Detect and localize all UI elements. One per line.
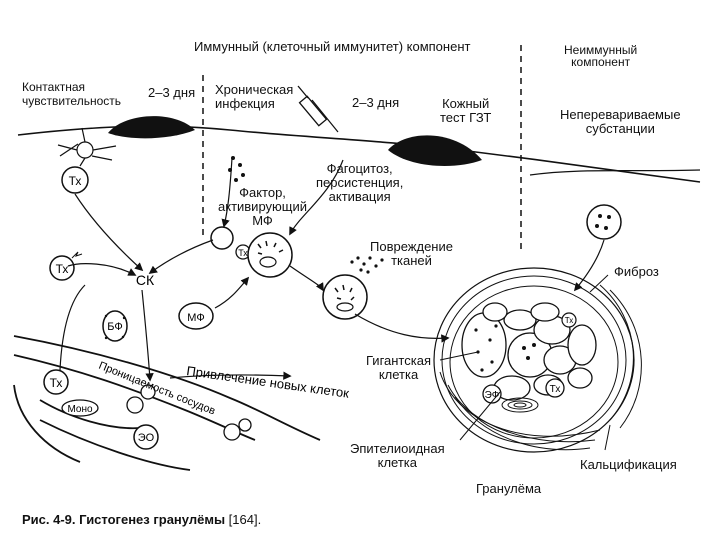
label-maf-factor: Фактор, активирующий МФ [218,185,308,228]
label-calcification: Кальцификация [580,457,677,472]
syringe-icon [297,85,339,133]
label-tissue-damage: Повреждение тканей [370,239,453,268]
eosinophil-cell: ЭО [133,424,159,450]
label-indigestible: Неперевариваемые субстанции [560,107,681,136]
transmigrating-cells [126,384,252,441]
label-fibrosis: Фиброз [614,264,659,279]
caption-prefix: Рис. 4-9. [22,512,76,527]
label-epithelioid-cell: Эпителиоидная клетка [350,441,445,470]
label-phagocytosis: Фагоцитоз, персистенция, активация [316,161,404,204]
granuloma [433,267,642,453]
label-granuloma: Гранулёма [476,481,542,496]
particle-macrophage [586,204,622,240]
granuloma-th-label: Тх [550,384,561,395]
activated-th-label: Тх [238,248,248,258]
label-days-1: 2–3 дня [148,85,196,100]
pointer-lines [439,274,611,451]
header-immune-component: Иммунный (клеточный иммунитет) компонент [194,39,471,54]
damaging-macrophage [322,274,368,320]
basophil-cell: БФ [102,310,128,342]
skin-lesion-2 [388,135,482,166]
dendritic-cell [57,127,117,167]
macrophage-mf: МФ [178,302,214,330]
monocyte-cell: Моно [61,399,99,417]
recruitment-label: Привлечение новых клеток [186,363,351,401]
th-cell-left-label: Тх [56,262,69,276]
granuloma-ef-label: ЭФ [485,390,500,401]
caption-title: Гистогенез гранулёмы [75,512,226,527]
label-giant-cell: Гигантская клетка [366,353,431,382]
caption-ref: [164]. [225,512,262,527]
granuloma-th-cell: Тх [545,378,565,398]
skin-lesion-1 [108,116,195,139]
basophil-label: БФ [107,321,122,333]
granuloma-th-top-label: Тх [565,316,574,325]
label-days-2: 2–3 дня [352,95,400,110]
th-cell-vessel: Тх [43,369,69,395]
arrows [59,157,605,382]
blood-vessel [13,335,321,471]
th-cell-vessel-label: Тх [50,376,63,390]
damage-particles [350,256,384,274]
figure-caption: Рис. 4-9. Гистогенез гранулёмы [164]. [22,512,261,527]
label-contact-sensitivity: Контактная чувствительность [22,80,122,108]
th-cell-top: Тх [61,166,89,194]
label-chronic-infection: Хроническая инфекция [215,82,294,111]
activated-macrophage [247,232,293,278]
th-cell-top-label: Тх [69,174,82,188]
monocyte-label: Моно [67,404,93,415]
sk-label: СК [136,272,155,288]
th-cell-left: Тх [49,251,83,281]
granuloma-th-top: Тх [561,312,577,328]
sk-label-node: СК [136,272,155,288]
header-nonimmune-component: Неиммунный компонент [564,43,638,69]
granuloma-details [474,324,539,413]
granuloma-ef-cell: ЭФ [482,384,502,404]
skin-deep-line [529,169,701,176]
label-skin-test: Кожный тест ГЗТ [440,96,492,125]
macrophage-mf-label: МФ [187,312,204,324]
activated-th-pair: Тх [210,226,251,260]
eosinophil-label: ЭО [138,432,155,444]
